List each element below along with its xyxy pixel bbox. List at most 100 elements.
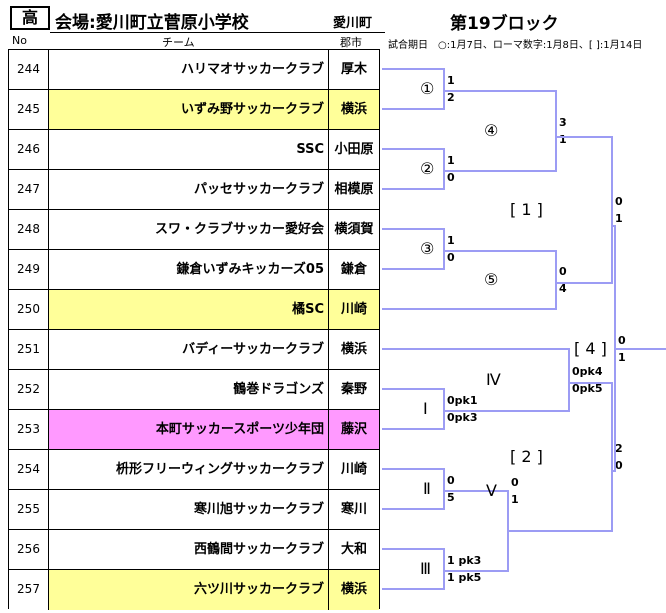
team-name: 本町サッカースポーツ少年団 xyxy=(49,410,329,449)
match-label: [ 2 ] xyxy=(510,447,543,466)
team-name: パッセサッカークラブ xyxy=(49,170,329,209)
team-city: 横須賀 xyxy=(329,210,379,249)
team-city: 横浜 xyxy=(329,90,379,129)
bracket-line xyxy=(557,282,613,284)
bracket-line xyxy=(611,225,613,227)
team-number: 256 xyxy=(9,530,49,569)
score-bottom: 0 xyxy=(615,459,623,472)
bracket-line xyxy=(382,348,507,350)
region-label: 愛川町 xyxy=(333,16,373,31)
bracket-line xyxy=(507,410,570,412)
team-name: バディーサッカークラブ xyxy=(49,330,329,369)
team-number: 250 xyxy=(9,290,49,329)
bracket-line xyxy=(614,347,666,350)
bracket-line xyxy=(507,348,570,350)
bracket-line xyxy=(382,588,445,590)
score-top: 0 xyxy=(447,474,455,487)
venue-title: 会場:愛川町立菅原小学校 xyxy=(55,13,249,33)
team-name: 鶴巻ドラゴンズ xyxy=(49,370,329,409)
score-bottom: 5 xyxy=(447,491,455,504)
match-label: Ⅱ xyxy=(423,479,431,498)
team-name: 枡形フリーウィングサッカークラブ xyxy=(49,450,329,489)
score-top: 1 xyxy=(447,74,455,87)
bracket-line xyxy=(382,548,445,550)
bracket-line xyxy=(507,530,569,532)
team-city: 川崎 xyxy=(329,450,379,489)
team-city: 寒川 xyxy=(329,490,379,529)
score-top: 1 pk3 xyxy=(447,554,482,567)
bracket-line xyxy=(382,508,445,510)
school-tag-box: 高 xyxy=(10,6,50,30)
bracket-line xyxy=(382,468,445,470)
bracket-line xyxy=(443,468,445,510)
team-name: ハリマオサッカークラブ xyxy=(49,50,329,89)
bracket-line xyxy=(443,68,445,110)
bracket-line xyxy=(443,170,512,172)
bracket-line xyxy=(443,148,445,190)
score-bottom: 1 pk5 xyxy=(447,571,482,584)
bracket-line xyxy=(382,428,445,430)
team-number: 244 xyxy=(9,50,49,89)
score-top: 1 xyxy=(447,154,455,167)
team-name: 鎌倉いずみキッカーズ05 xyxy=(49,250,329,289)
match-label: [ 1 ] xyxy=(510,200,543,219)
team-city: 大和 xyxy=(329,530,379,569)
bracket-line xyxy=(382,148,445,150)
score-top: 0 xyxy=(511,476,519,489)
bracket-line xyxy=(512,90,557,92)
score-top: 1 xyxy=(447,234,455,247)
block-title: 第19ブロック xyxy=(450,14,559,34)
team-name: SSC xyxy=(49,130,329,169)
team-number: 252 xyxy=(9,370,49,409)
team-name: いずみ野サッカークラブ xyxy=(49,90,329,129)
bracket-line xyxy=(555,250,557,310)
bracket-line xyxy=(443,570,507,572)
score-bottom: 0pk5 xyxy=(572,382,603,395)
score-bottom: 1 xyxy=(615,212,623,225)
bracket-line xyxy=(382,68,445,70)
score-top: 0 xyxy=(559,265,567,278)
team-number: 251 xyxy=(9,330,49,369)
match-label: ③ xyxy=(420,239,435,258)
team-city: 相模原 xyxy=(329,170,379,209)
bracket-line xyxy=(611,382,613,532)
team-number: 245 xyxy=(9,90,49,129)
bracket-line xyxy=(512,250,557,252)
bracket-line xyxy=(382,268,445,270)
score-top: 0pk1 xyxy=(447,394,478,407)
bracket-line xyxy=(443,90,512,92)
match-label: Ⅰ xyxy=(423,399,428,418)
match-label: Ⅳ xyxy=(486,370,501,389)
bracket-line xyxy=(382,188,445,190)
bracket-line xyxy=(443,388,445,430)
team-number: 254 xyxy=(9,450,49,489)
title-underline xyxy=(50,32,385,33)
match-label: Ⅲ xyxy=(420,559,432,578)
column-header-team: チーム xyxy=(162,36,195,49)
team-city: 川崎 xyxy=(329,290,379,329)
score-top: 0pk4 xyxy=(572,365,603,378)
bracket-line xyxy=(443,250,512,252)
bracket-line xyxy=(382,388,445,390)
score-bottom: 2 xyxy=(447,91,455,104)
team-number: 255 xyxy=(9,490,49,529)
team-name: スワ・クラブサッカー愛好会 xyxy=(49,210,329,249)
score-bottom: 1 xyxy=(559,133,567,146)
score-bottom: 0 xyxy=(447,251,455,264)
score-bottom: 4 xyxy=(559,282,567,295)
team-city: 横浜 xyxy=(329,330,379,369)
team-city: 秦野 xyxy=(329,370,379,409)
score-bottom: 0 xyxy=(447,171,455,184)
team-number: 246 xyxy=(9,130,49,169)
bracket-line xyxy=(555,136,557,138)
